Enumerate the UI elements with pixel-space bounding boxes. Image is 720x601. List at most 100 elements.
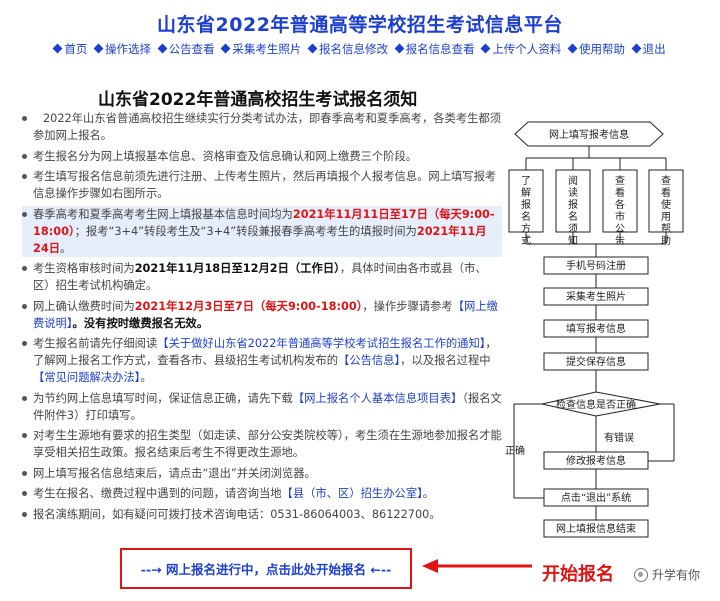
flow-step-label: 采集考生照片 <box>566 290 626 303</box>
notice-text: 考生填写报名信息前须先进行注册、上传考生照片，然后再填报个人报考信息。网上填写报… <box>33 170 497 200</box>
notice-text: （报名文件附件3）打印填写。 <box>33 391 502 422</box>
flow-guide-box <box>555 169 591 233</box>
bullet-icon <box>22 153 27 159</box>
list-item: 考生在报名、缴费过程中遇到的问题，请咨询当地【县（市、区）招生办公室】。 <box>22 485 502 502</box>
list-item: 考生资格审核时间为2021年11月18日至12月2日（工作日），具体时间由各市或… <box>22 260 502 294</box>
nav-notices[interactable]: 公告查看 <box>157 41 215 57</box>
bullet-icon <box>22 174 27 179</box>
county-office-link[interactable]: 【县（市、区）招生办公室】 <box>281 487 423 500</box>
nav-label: 操作选择 <box>105 42 152 56</box>
flow-start-box <box>514 121 664 147</box>
bullet-icon <box>22 116 27 121</box>
notice-title: 山东省2022年普通高校招生考试报名须知 <box>98 90 418 110</box>
notice-text: 报名演练期间，如有疑问可拨打技术咨询电话：0531-86064003、86122… <box>33 507 441 521</box>
registration-notice-link[interactable]: 【关于做好山东省2022年普通高等学校考试招生报名工作的通知】 <box>157 337 486 350</box>
flow-step-label: 修改报考信息 <box>566 454 626 467</box>
notice-text: 考生资格审核时间为 <box>33 262 135 275</box>
notice-list: 2022年山东省普通高校招生继续实行分类考试办法，即春季高考和夏季高考，各类考生… <box>22 110 502 526</box>
diamond-icon <box>93 43 104 54</box>
nav-view-info[interactable]: 报名信息查看 <box>394 41 475 57</box>
nav-collect-photo[interactable]: 采集考生照片 <box>220 41 302 57</box>
list-item: 考生填写报名信息前须先进行注册、上传考生照片，然后再填报个人报考信息。网上填写报… <box>22 168 502 202</box>
notice-text: 网上填写报名信息结束后，请点击“退出”并关闭浏览器。 <box>33 466 316 480</box>
flow-branch-label: 有错误 <box>604 431 634 444</box>
flow-branch-label: 正确 <box>505 444 525 457</box>
nav-upload-docs[interactable]: 上传个人资料 <box>480 41 562 57</box>
notice-text: 考生在报名、缴费过程中遇到的问题，请咨询当地 <box>33 487 282 500</box>
notice-text: 。 <box>140 371 152 384</box>
registration-flowchart: 网上填写报考信息 了解报名方式 阅读报名须知 查看各市公告 查看使用帮助 手机号… <box>505 121 684 538</box>
notice-text: 考生报名前请先仔细阅读 <box>33 337 158 350</box>
notice-date: 2021年12月3日至7日（每天9:00-18:00） <box>134 299 363 313</box>
diamond-icon <box>631 43 642 54</box>
notice-date: 2021年11月24日 <box>33 224 487 255</box>
notice-text: 对考生生源地有要求的招生类型（如走读、部分公安类院校等），考生须在生源地参加报名… <box>33 429 502 459</box>
flow-decision-label: 检查信息是否正确 <box>556 398 636 411</box>
notice-text: 2022年山东省普通高校招生继续实行分类考试办法，即春季高考和夏季高考，各类考生… <box>33 112 502 142</box>
bullet-icon <box>22 395 27 401</box>
notice-text: 春季高考和夏季高考考生网上填报基本信息时间均为 <box>33 207 293 221</box>
diamond-icon <box>567 43 578 54</box>
site-title: 山东省2022年普通高等学校招生考试信息平台 <box>157 14 563 36</box>
list-item: 考生报名前请先仔细阅读【关于做好山东省2022年普通高等学校考试招生报名工作的通… <box>22 335 502 386</box>
notice-text: 。 <box>422 487 435 500</box>
diamond-icon <box>157 43 168 54</box>
wechat-icon <box>634 567 648 582</box>
notice-date: 2021年11月11日至17日（每天9:00-18:00） <box>33 207 495 238</box>
flow-guide-box <box>602 169 638 233</box>
list-item: 为节约网上信息填写时间，保证信息正确，请先下载【网上报名个人基本信息项目表】（报… <box>22 390 502 424</box>
payment-guide-link[interactable]: 【网上缴费说明】 <box>33 299 498 330</box>
notice-text: 考生报名分为网上填报基本信息、资格审查及信息确认和网上缴费三个阶段。 <box>33 149 418 163</box>
nav-operation-select[interactable]: 操作选择 <box>93 41 152 57</box>
flow-guide-box <box>508 169 544 233</box>
notice-text: 为节约网上信息填写时间，保证信息正确，请先下载 <box>33 391 293 405</box>
bullet-icon <box>22 303 27 309</box>
diamond-icon <box>52 43 63 54</box>
diamond-icon <box>307 43 318 54</box>
nav-logout[interactable]: 退出 <box>631 41 666 57</box>
flow-step-label: 填写报考信息 <box>566 322 626 335</box>
nav-label: 公告查看 <box>168 42 215 56</box>
flow-step-label: 提交保存信息 <box>566 355 626 368</box>
red-arrow-icon <box>422 559 532 573</box>
bullet-icon <box>22 491 27 496</box>
list-item: 春季高考和夏季高考考生网上填报基本信息时间均为2021年11月11日至17日（每… <box>22 205 502 257</box>
notice-text: ，操作步骤请参考 <box>362 299 453 313</box>
nav-label: 退出 <box>642 42 666 56</box>
list-item: 报名演练期间，如有疑问可拨打技术咨询电话：0531-86064003、86122… <box>22 506 502 523</box>
nav-home[interactable]: 首页 <box>52 41 88 57</box>
notice-text: ，具体时间由各市或县（市、区）招生考试机构确定。 <box>33 262 487 292</box>
bullet-icon <box>22 211 27 217</box>
flow-end-box <box>543 519 649 538</box>
flow-step-label: 点击“退出”系统 <box>561 491 631 504</box>
diamond-icon <box>394 43 405 54</box>
nav-label: 报名信息修改 <box>319 42 388 56</box>
flow-step-label: 手机号码注册 <box>566 259 626 272</box>
notice-text: 。 <box>60 241 72 255</box>
top-nav: 首页 操作选择 公告查看 采集考生照片 报名信息修改 报名信息查看 上传个人资料… <box>0 41 720 57</box>
nav-edit-info[interactable]: 报名信息修改 <box>307 41 388 57</box>
nav-label: 首页 <box>64 42 88 56</box>
bullet-icon <box>22 470 27 476</box>
diamond-icon <box>220 43 231 54</box>
notice-date: 2021年11月18日至12月2日（工作日） <box>134 262 340 275</box>
bullet-icon <box>22 511 27 517</box>
notice-text: 网上确认缴费时间为 <box>33 299 135 313</box>
nav-help[interactable]: 使用帮助 <box>567 41 625 57</box>
notice-text: ，了解网上报名工作方式，查看各市、县级招生考试机构发布的 <box>33 337 497 367</box>
announcements-link[interactable]: 【公告信息】 <box>338 354 401 367</box>
nav-label: 上传个人资料 <box>492 42 562 56</box>
diamond-icon <box>480 43 491 54</box>
list-item: 网上填写报名信息结束后，请点击“退出”并关闭浏览器。 <box>22 465 502 482</box>
nav-label: 报名信息查看 <box>405 42 475 56</box>
bullet-icon <box>22 266 27 271</box>
info-form-download-link[interactable]: 【网上报名个人基本信息项目表】 <box>292 391 463 405</box>
flow-end-label: 网上填报信息结束 <box>556 522 636 535</box>
faq-link[interactable]: 【常见问题解决办法】 <box>33 371 141 384</box>
notice-warning: 。没有按时缴费报名无效。 <box>72 316 209 330</box>
list-item: 对考生生源地有要求的招生类型（如走读、部分公安类院校等），考生须在生源地参加报名… <box>22 427 502 461</box>
start-callout: 开始报名 <box>542 564 614 585</box>
nav-label: 采集考生照片 <box>232 42 302 56</box>
start-registration-button[interactable]: --→ 网上报名进行中，点击此处开始报名 ←-- <box>120 548 412 589</box>
nav-label: 使用帮助 <box>578 42 625 56</box>
